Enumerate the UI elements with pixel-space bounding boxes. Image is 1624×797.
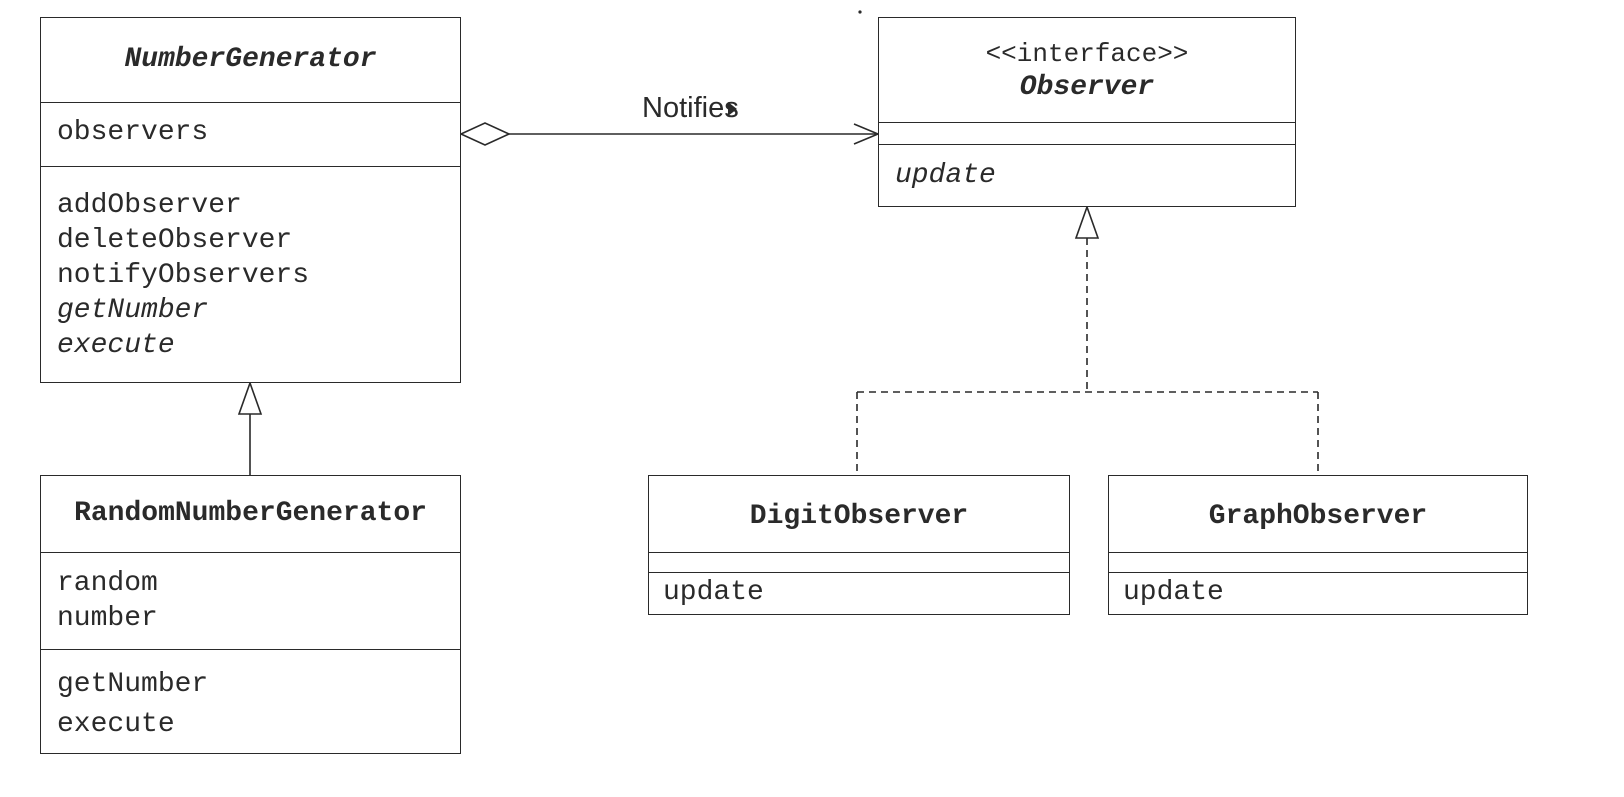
attributes-section <box>1109 552 1527 572</box>
class-number-generator: NumberGenerator observers addObserver de… <box>40 17 461 383</box>
attributes-section: random number <box>41 552 460 649</box>
class-name: Observer <box>1019 72 1155 103</box>
operations-section: getNumber execute <box>41 649 460 752</box>
operation: notifyObservers <box>57 260 310 291</box>
notifies-label: Notifies <box>642 92 739 124</box>
operations-section: update <box>1109 572 1527 613</box>
operation: deleteObserver <box>57 225 293 256</box>
notifies-direction-icon <box>728 102 737 116</box>
class-digit-observer: DigitObserver update <box>648 475 1070 615</box>
class-random-number-generator: RandomNumberGenerator random number getN… <box>40 475 461 754</box>
class-graph-observer: GraphObserver update <box>1108 475 1528 615</box>
attributes-section <box>879 122 1295 144</box>
attribute: observers <box>57 117 209 148</box>
operation: update <box>663 577 764 608</box>
class-name: DigitObserver <box>749 501 969 532</box>
stereotype-label: <<interface>> <box>985 39 1189 69</box>
stray-dot <box>858 10 862 14</box>
generalization-line <box>237 380 263 475</box>
operation: addObserver <box>57 190 242 221</box>
operations-section: addObserver deleteObserver notifyObserve… <box>41 166 460 382</box>
class-name: RandomNumberGenerator <box>74 498 427 529</box>
interface-observer: <<interface>> Observer update <box>878 17 1296 207</box>
attribute: random <box>57 568 158 599</box>
realization-lines <box>856 204 1319 475</box>
operation: update <box>1123 577 1224 608</box>
abstract-operation: update <box>895 160 996 191</box>
class-name-section: <<interface>> Observer <box>879 18 1295 122</box>
operations-section: update <box>879 144 1295 205</box>
abstract-operation: getNumber <box>57 295 209 326</box>
attribute: number <box>57 603 158 634</box>
attributes-section: observers <box>41 102 460 166</box>
operation: execute <box>57 709 175 740</box>
realization-triangle <box>1074 204 1100 239</box>
abstract-operation: execute <box>57 330 175 361</box>
attributes-section <box>649 552 1069 572</box>
aggregation-notifies <box>459 122 881 146</box>
operation: getNumber <box>57 669 209 700</box>
generalization-triangle <box>237 380 263 415</box>
class-name: NumberGenerator <box>124 44 377 75</box>
operations-section: update <box>649 572 1069 613</box>
class-name: GraphObserver <box>1208 501 1428 532</box>
aggregation-diamond <box>459 122 511 146</box>
